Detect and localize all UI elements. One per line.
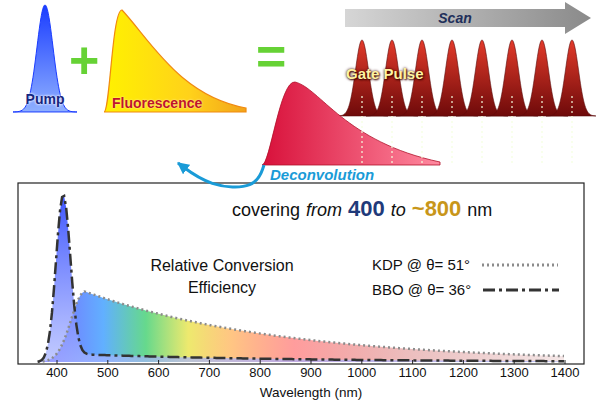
legend-text: BBO @ θ= 36°	[372, 281, 471, 298]
tick-label: 500	[97, 366, 119, 381]
kdp-curve	[38, 291, 564, 361]
tick-mark	[158, 360, 159, 364]
legend-text: KDP @ θ= 51°	[372, 256, 470, 273]
tick-mark	[311, 360, 312, 364]
tick-mark	[412, 360, 413, 364]
equals-sign: =	[256, 30, 286, 82]
legend-row: KDP @ θ= 51°	[372, 256, 560, 273]
tick-label: 600	[148, 366, 170, 381]
sample-line	[391, 96, 392, 165]
shape-label: Scan	[438, 10, 471, 26]
tick-label: 1000	[347, 366, 376, 381]
sample-line	[451, 96, 452, 165]
legend-line-sample	[481, 285, 561, 295]
tick-label: 1400	[551, 366, 580, 381]
chart-frame	[18, 183, 584, 364]
tick-mark	[565, 360, 566, 364]
tick-mark	[260, 360, 261, 364]
tick-mark	[514, 360, 515, 364]
sample-line	[541, 96, 542, 165]
scan-box: Scan	[345, 8, 565, 28]
coverage-word: 400	[348, 196, 385, 221]
shape-label: Pump	[26, 91, 65, 107]
legend-row: BBO @ θ= 36°	[372, 281, 561, 298]
plus-sign: +	[69, 34, 99, 86]
sample-line	[571, 96, 572, 165]
sampled-decay	[262, 82, 440, 165]
pump-pulse	[13, 5, 77, 112]
tick-mark	[209, 360, 210, 364]
axis-title: Wavelength (nm)	[260, 384, 362, 400]
tick-label: 700	[199, 366, 221, 381]
fluorescence-decay	[104, 10, 246, 112]
coverage-note: covering from 400 to ~800nm	[232, 196, 492, 221]
tick-label: 400	[46, 366, 68, 381]
bbo-curve	[38, 196, 564, 362]
tick-mark	[107, 360, 108, 364]
pump-label-box: Pump	[16, 88, 74, 110]
bbo-fill	[38, 196, 564, 362]
tick-mark	[57, 360, 58, 364]
deconvolution-arrow	[178, 163, 264, 187]
coverage-word: to	[391, 200, 406, 221]
tick-mark	[463, 360, 464, 364]
coverage-word: from	[306, 200, 342, 221]
edge-label: Deconvolution	[270, 166, 374, 183]
tick-mark	[361, 360, 362, 364]
tick-label: 900	[300, 366, 322, 381]
tick-label: 1300	[500, 366, 529, 381]
tick-label: 1100	[399, 366, 427, 381]
chart-note: Relative Conversion Efficiency	[138, 255, 306, 300]
coverage-word: covering	[232, 200, 300, 221]
legend-line-sample	[480, 260, 560, 270]
shape-label: Gate Pulse	[346, 65, 424, 82]
sample-line	[421, 96, 422, 165]
shape-label: Fluorescence	[112, 95, 202, 111]
fluorescence-box: Fluorescence	[100, 8, 248, 163]
coverage-word: nm	[467, 200, 492, 221]
tick-label: 800	[249, 366, 271, 381]
sample-line	[361, 96, 362, 165]
coverage-word: ~800	[412, 196, 462, 221]
sample-line	[481, 96, 482, 165]
gate-pulse-box: Gate Pulse	[262, 32, 582, 165]
scan-arrow	[345, 2, 591, 34]
gate-pulse	[546, 40, 596, 116]
kdp-fill	[38, 291, 564, 362]
tick-label: 1200	[449, 366, 478, 381]
sample-line	[511, 96, 512, 165]
